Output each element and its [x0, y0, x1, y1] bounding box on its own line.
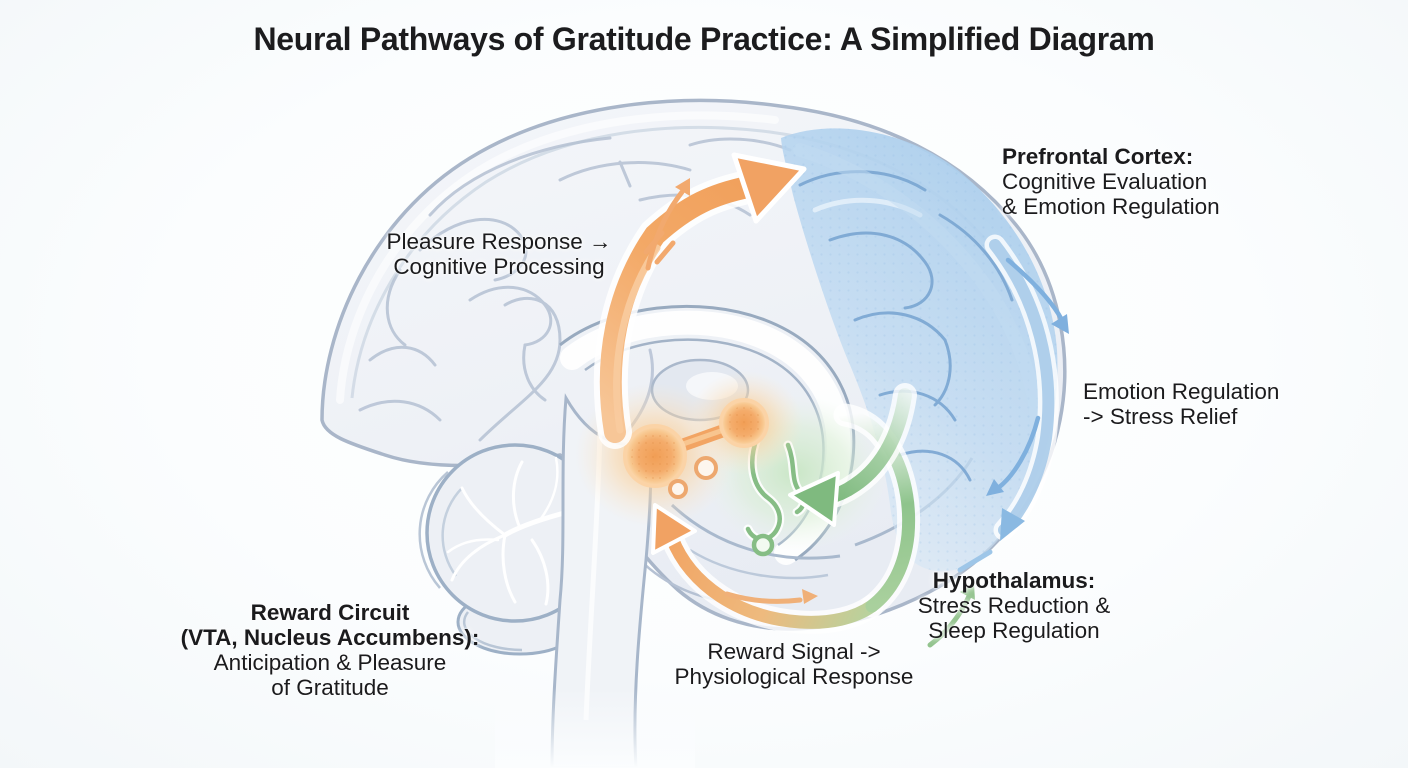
green-stress-arrow: [788, 383, 975, 648]
orange-loop-arrowhead: [651, 503, 697, 555]
label-line: Stress Reduction &: [917, 593, 1111, 618]
orange-accent-arrowhead: [802, 589, 818, 604]
blue-arrowhead-top: [1051, 314, 1069, 334]
label-line: Anticipation & Pleasure: [213, 650, 447, 675]
blue-band-arrowhead: [1000, 508, 1025, 541]
stem-fade: [495, 688, 695, 768]
label-line: Physiological Response: [674, 664, 914, 689]
label-heading: Hypothalamus:: [932, 568, 1096, 593]
green-accent-arrowhead: [960, 584, 975, 600]
green-arrowhead: [788, 471, 840, 527]
label-reward-circuit: Reward Circuit (VTA, Nucleus Accumbens):…: [160, 600, 500, 700]
blue-arrowhead-inner: [986, 479, 1004, 496]
label-heading: Reward Circuit: [250, 600, 410, 625]
label-line: of Gratitude: [271, 675, 389, 700]
label-line: Cognitive Evaluation: [1002, 169, 1208, 194]
label-heading: (VTA, Nucleus Accumbens):: [180, 625, 480, 650]
label-line: Pleasure Response →: [386, 229, 612, 254]
orange-thin-arrowhead: [675, 178, 690, 196]
label-reward-signal: Reward Signal -> Physiological Response: [644, 639, 944, 689]
cerebellum: [418, 443, 605, 656]
label-pleasure-response: Pleasure Response → Cognitive Processing: [339, 229, 659, 279]
reward-loop-arrow: [651, 403, 921, 634]
label-line: Cognitive Processing: [393, 254, 605, 279]
label-line: Emotion Regulation: [1083, 379, 1280, 404]
label-hypothalamus: Hypothalamus: Stress Reduction & Sleep R…: [884, 568, 1144, 643]
label-line: Sleep Regulation: [928, 618, 1100, 643]
label-prefrontal-cortex: Prefrontal Cortex: Cognitive Evaluation …: [1002, 144, 1332, 219]
orange-main-arrowhead: [731, 152, 807, 224]
label-line: -> Stress Relief: [1083, 404, 1238, 429]
emotion-regulation-arrows: [957, 234, 1069, 573]
label-heading: Prefrontal Cortex:: [1002, 144, 1194, 169]
label-emotion-regulation: Emotion Regulation -> Stress Relief: [1083, 379, 1383, 429]
pleasure-response-arrow: [593, 152, 807, 449]
label-line: & Emotion Regulation: [1002, 194, 1220, 219]
diagram-title: Neural Pathways of Gratitude Practice: A…: [253, 21, 1155, 57]
label-line: Reward Signal ->: [707, 639, 881, 664]
